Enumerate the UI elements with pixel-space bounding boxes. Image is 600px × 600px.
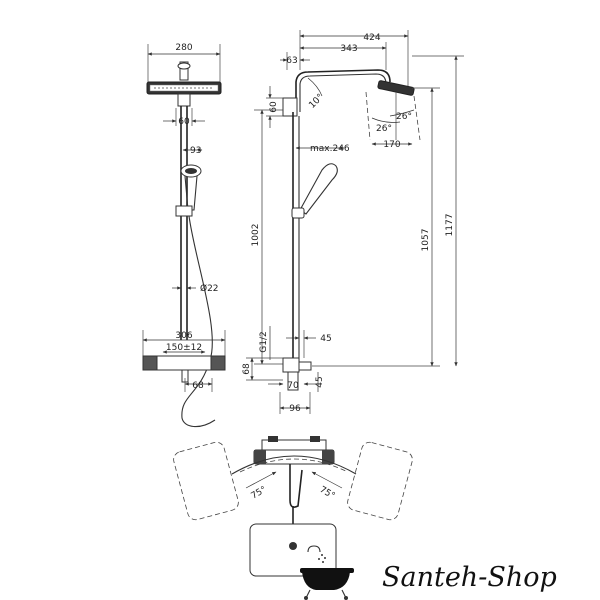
side-view: 424 343 63 10° 60 26° 26° 170 — [242, 30, 464, 414]
front-overhead-shower-head — [146, 61, 222, 95]
front-outlet-offset-label: 68 — [192, 381, 204, 391]
side-head-tilt-2-label: 26° — [376, 124, 392, 134]
front-handshower-label: 93 — [190, 146, 201, 156]
front-inlet-spacing-label: 150±12 — [166, 343, 202, 353]
front-handshower — [175, 164, 202, 217]
side-head-depth-label: 170 — [383, 140, 400, 150]
side-mixer-height-label: 68 — [242, 363, 252, 375]
side-total-reach-label: 424 — [363, 33, 380, 43]
front-rail-diameter-label: Ø22 — [200, 283, 219, 294]
side-arm-angle-label: 10° — [307, 92, 325, 110]
side-head-tilt-1-label: 26° — [396, 112, 412, 122]
front-thermostat — [142, 355, 226, 383]
bathtub-shower-icon — [300, 545, 354, 600]
side-bracket-height-label: 60 — [269, 101, 279, 113]
top-view: 75° 75° — [173, 436, 413, 577]
front-arm-width-label: 60 — [178, 117, 190, 127]
top-swivel-right-label: 75° — [318, 485, 337, 502]
side-mixer — [282, 357, 312, 391]
side-overhead-shower-head — [365, 80, 421, 141]
side-outlet-spacing-label: 96 — [289, 404, 301, 414]
front-thermostat-width-label: 306 — [175, 331, 192, 341]
front-view: 280 60 93 — [142, 43, 226, 428]
brand-logo: Santeh-Shop — [300, 545, 557, 600]
side-head-height-label: 1057 — [421, 229, 431, 252]
side-handshower — [291, 163, 338, 219]
side-arm-reach-label: 343 — [340, 44, 357, 54]
side-handshower-reach-label: max.246 — [310, 144, 350, 154]
front-head-width-label: 280 — [175, 43, 192, 53]
side-mixer-depth-label: 70 — [287, 381, 299, 391]
top-swivel-left-label: 75° — [250, 485, 269, 502]
side-total-height-label: 1177 — [445, 214, 455, 237]
brand-name: Santeh-Shop — [382, 562, 557, 593]
side-bottom-offset-label: 45 — [315, 376, 325, 387]
side-wall-bracket-label: 63 — [286, 56, 297, 66]
side-thread-label: G1/2 — [259, 331, 269, 352]
side-projection-label: 45 — [320, 334, 331, 344]
side-rail-height-label: 1002 — [251, 224, 261, 247]
